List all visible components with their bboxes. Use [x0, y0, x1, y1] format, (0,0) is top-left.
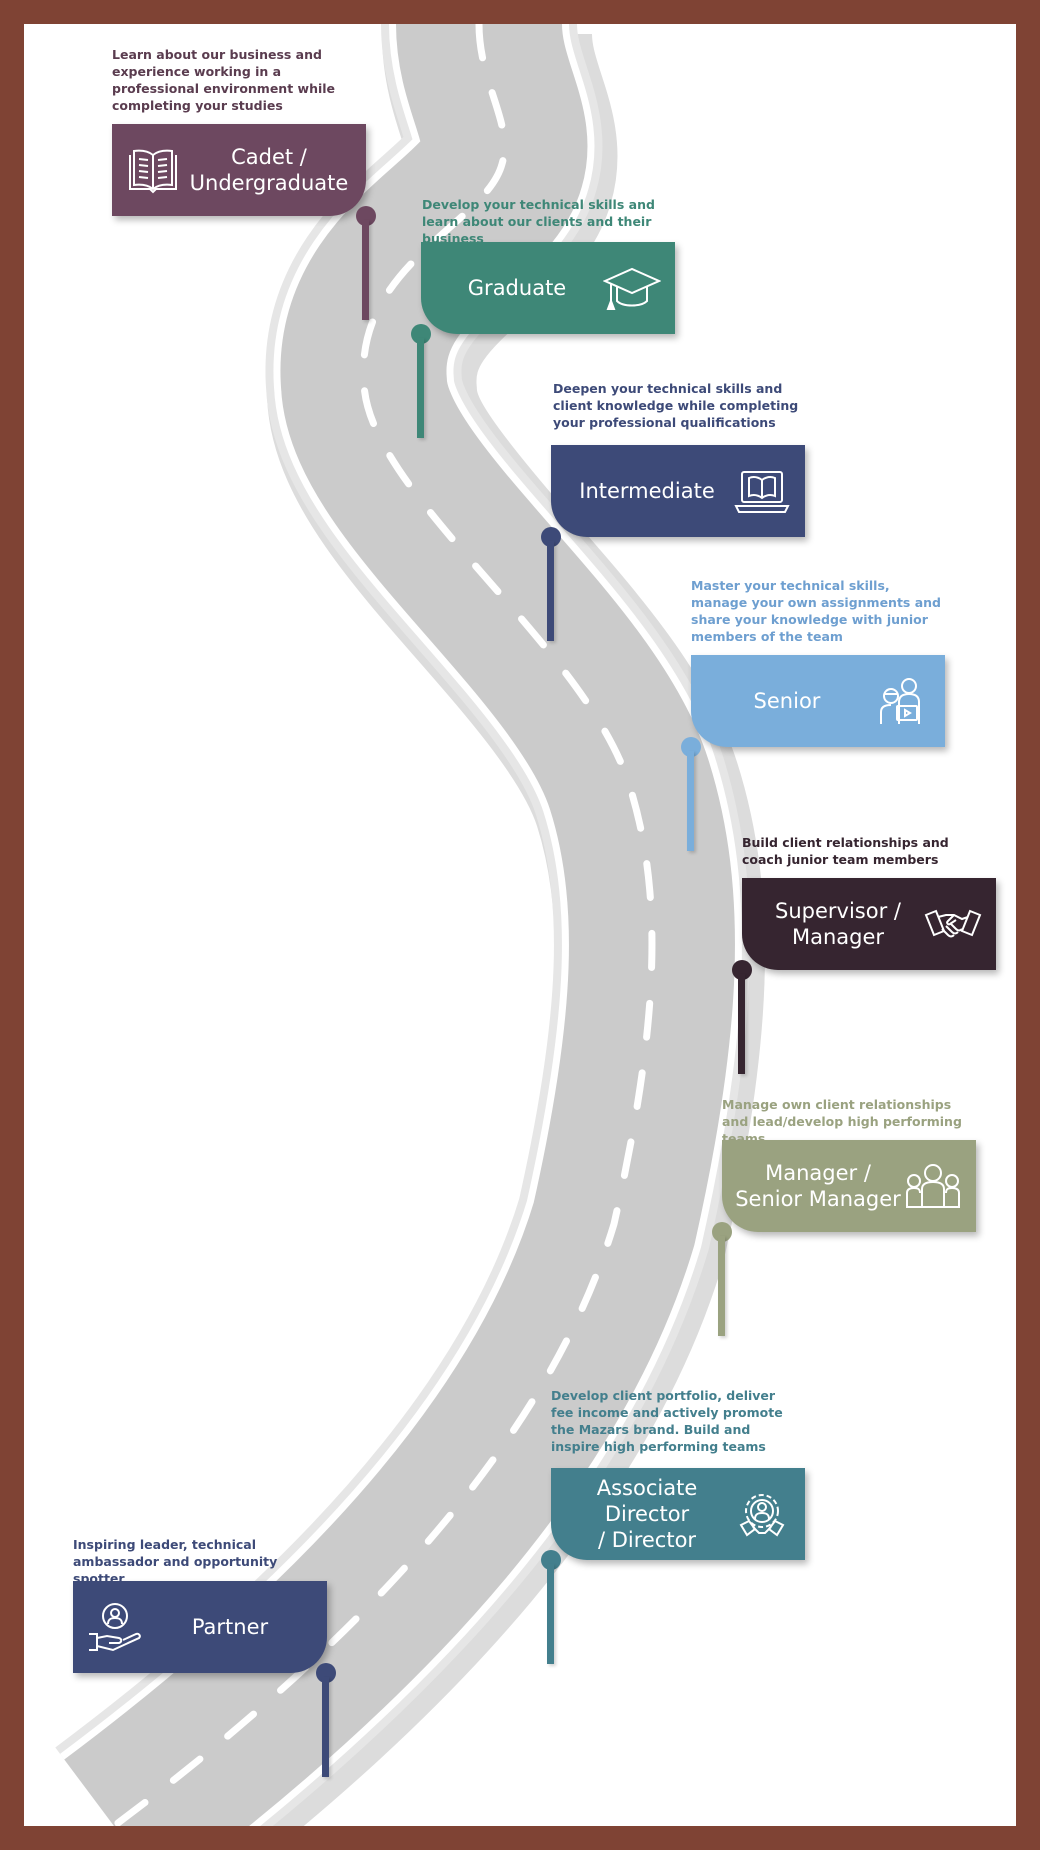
senior-title: Senior [753, 689, 821, 713]
partner-pole [322, 1677, 329, 1777]
cadet-sign: Cadet / Undergraduate [112, 124, 366, 216]
manager-pin [712, 1222, 732, 1242]
person-in-hand-icon [85, 1598, 143, 1656]
supervisor-pole [738, 974, 745, 1074]
senior-description: Master your technical skills, manage you… [691, 578, 942, 644]
graduation-cap-icon [603, 259, 661, 317]
graduate-sign: Graduate [421, 242, 675, 334]
manager-title: Manager / Senior Manager [735, 1161, 901, 1211]
supervisor-title: Supervisor / Manager [775, 899, 901, 949]
laptop-book-icon [733, 462, 791, 520]
intermediate-pin [541, 527, 561, 547]
intermediate-description: Deepen your technical skills and client … [553, 381, 799, 430]
road-illustration [55, 24, 765, 1826]
director-title: Associate Director / Director [596, 1476, 698, 1552]
senior-pole [687, 751, 694, 851]
manager-pole [718, 1236, 725, 1336]
partner-pin [316, 1663, 336, 1683]
senior-pin [681, 737, 701, 757]
graduate-title: Graduate [467, 276, 567, 300]
director-sign: Associate Director / Director [551, 1468, 805, 1560]
intermediate-sign: Intermediate [551, 445, 805, 537]
partner-title: Partner [191, 1615, 269, 1639]
open-book-icon [124, 141, 182, 199]
intermediate-pole [547, 541, 554, 641]
director-description: Develop client portfolio, deliver fee in… [551, 1388, 783, 1454]
senior-sign: Senior [691, 655, 945, 747]
supervisor-sign: Supervisor / Manager [742, 878, 996, 970]
cadet-title: Cadet / Undergraduate [189, 145, 349, 195]
team-icon [904, 1157, 962, 1215]
graduate-description: Develop your technical skills and learn … [422, 197, 655, 246]
supervisor-description: Build client relationships and coach jun… [742, 835, 949, 867]
graduate-pin [411, 324, 431, 344]
supervisor-pin [732, 960, 752, 980]
gear-handshake-icon [733, 1485, 791, 1543]
graduate-pole [417, 338, 424, 438]
partner-sign: Partner [73, 1581, 327, 1673]
career-path-canvas: Learn about our business and experience … [24, 24, 1016, 1826]
partner-description: Inspiring leader, technical ambassador a… [73, 1537, 278, 1586]
cadet-pole [362, 220, 369, 320]
cadet-pin [356, 206, 376, 226]
handshake-icon [924, 895, 982, 953]
intermediate-title: Intermediate [579, 479, 715, 503]
mentoring-icon [873, 672, 931, 730]
director-pin [541, 1550, 561, 1570]
cadet-description: Learn about our business and experience … [112, 47, 336, 113]
manager-sign: Manager / Senior Manager [722, 1140, 976, 1232]
director-pole [547, 1564, 554, 1664]
